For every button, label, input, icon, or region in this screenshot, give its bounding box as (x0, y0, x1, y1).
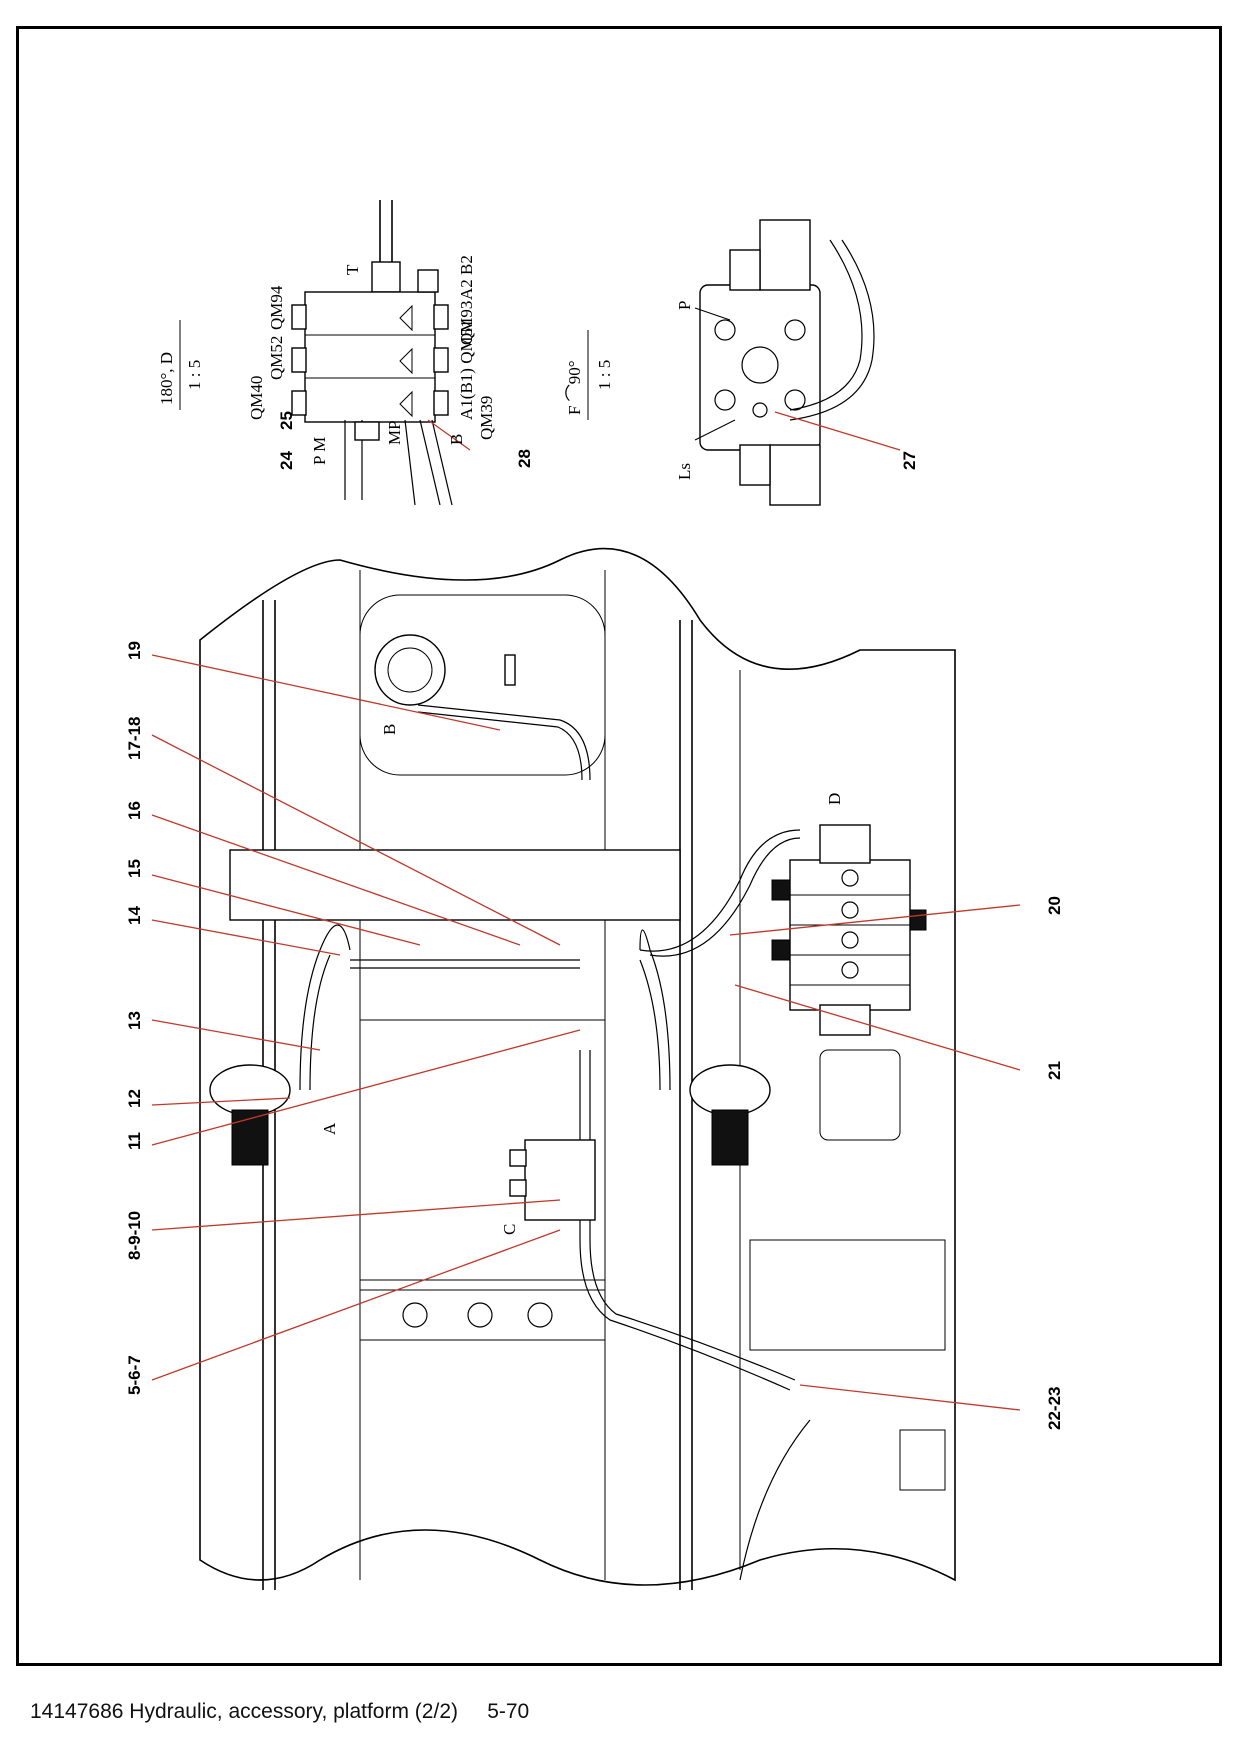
callout-5-6-7: 5-6-7 (125, 1355, 144, 1395)
control-valve-bank (739, 824, 927, 1581)
callout-11: 11 (125, 1132, 144, 1150)
port-p-m: P M (310, 437, 329, 465)
view-and-port-labels: 180°, D 1 : 5 F ⌒90° 1 : 5 A B C D T A2 … (157, 255, 844, 1235)
arrow-c-label: C (500, 1224, 519, 1235)
leader-lines (151, 654, 1021, 1411)
callout-8-9-10: 8-9-10 (125, 1211, 144, 1260)
callout-13: 13 (125, 1011, 144, 1030)
callout-19: 19 (125, 641, 144, 660)
port-qm39: QM39 (477, 396, 496, 440)
port-ls: Ls (675, 463, 694, 480)
view-d-label: 180°, D (157, 352, 176, 405)
callout-27: 27 (900, 451, 919, 470)
callout-15: 15 (125, 859, 144, 878)
callout-17-18: 17-18 (125, 717, 144, 760)
port-qm52: QM52 (267, 336, 286, 380)
callout-22-23: 22-23 (1045, 1387, 1064, 1430)
port-a1-b1-qm51: A1(B1) QM51 (457, 319, 476, 420)
hoses-and-cylinders (209, 829, 801, 1391)
port-b: B (447, 434, 466, 445)
callout-12: 12 (125, 1089, 144, 1108)
port-qm94: QM94 (267, 285, 286, 330)
page-footer: 14147686 Hydraulic, accessory, platform … (30, 1700, 529, 1724)
callout-24: 24 (277, 451, 296, 470)
callout-21: 21 (1045, 1061, 1064, 1080)
view-f-valve (694, 219, 901, 506)
arrow-a-label: A (320, 1122, 339, 1135)
callout-25: 25 (277, 411, 296, 430)
callout-16: 16 (125, 801, 144, 820)
arrow-b-label: B (380, 724, 399, 735)
port-qm40: QM40 (247, 376, 266, 420)
port-t: T (343, 264, 362, 275)
callout-20: 20 (1045, 896, 1064, 915)
drawing-frame (16, 26, 1222, 1666)
hydraulic-tank (374, 634, 591, 781)
view-f-label: F ⌒90° (565, 360, 584, 415)
port-mp: MP (385, 420, 404, 445)
chassis (199, 547, 956, 1590)
port-a2-b2: A2 B2 (457, 255, 476, 300)
footer-page-number: 5-70 (487, 1700, 530, 1723)
callout-28: 28 (515, 449, 534, 468)
port-qm93: QM93 (457, 301, 476, 345)
footer-title: Hydraulic, accessory, platform (2/2) (129, 1700, 458, 1723)
view-d-scale: 1 : 5 (185, 360, 204, 390)
port-p: P (675, 301, 694, 310)
arrow-d-label: D (825, 793, 844, 805)
callout-labels: 19 17-18 16 15 14 13 12 11 8-9-10 5-6-7 … (125, 411, 1064, 1430)
callout-14: 14 (125, 906, 144, 925)
footer-part-number: 14147686 (30, 1700, 124, 1723)
view-f-scale: 1 : 5 (595, 360, 614, 390)
view-d-manifold (291, 200, 471, 506)
